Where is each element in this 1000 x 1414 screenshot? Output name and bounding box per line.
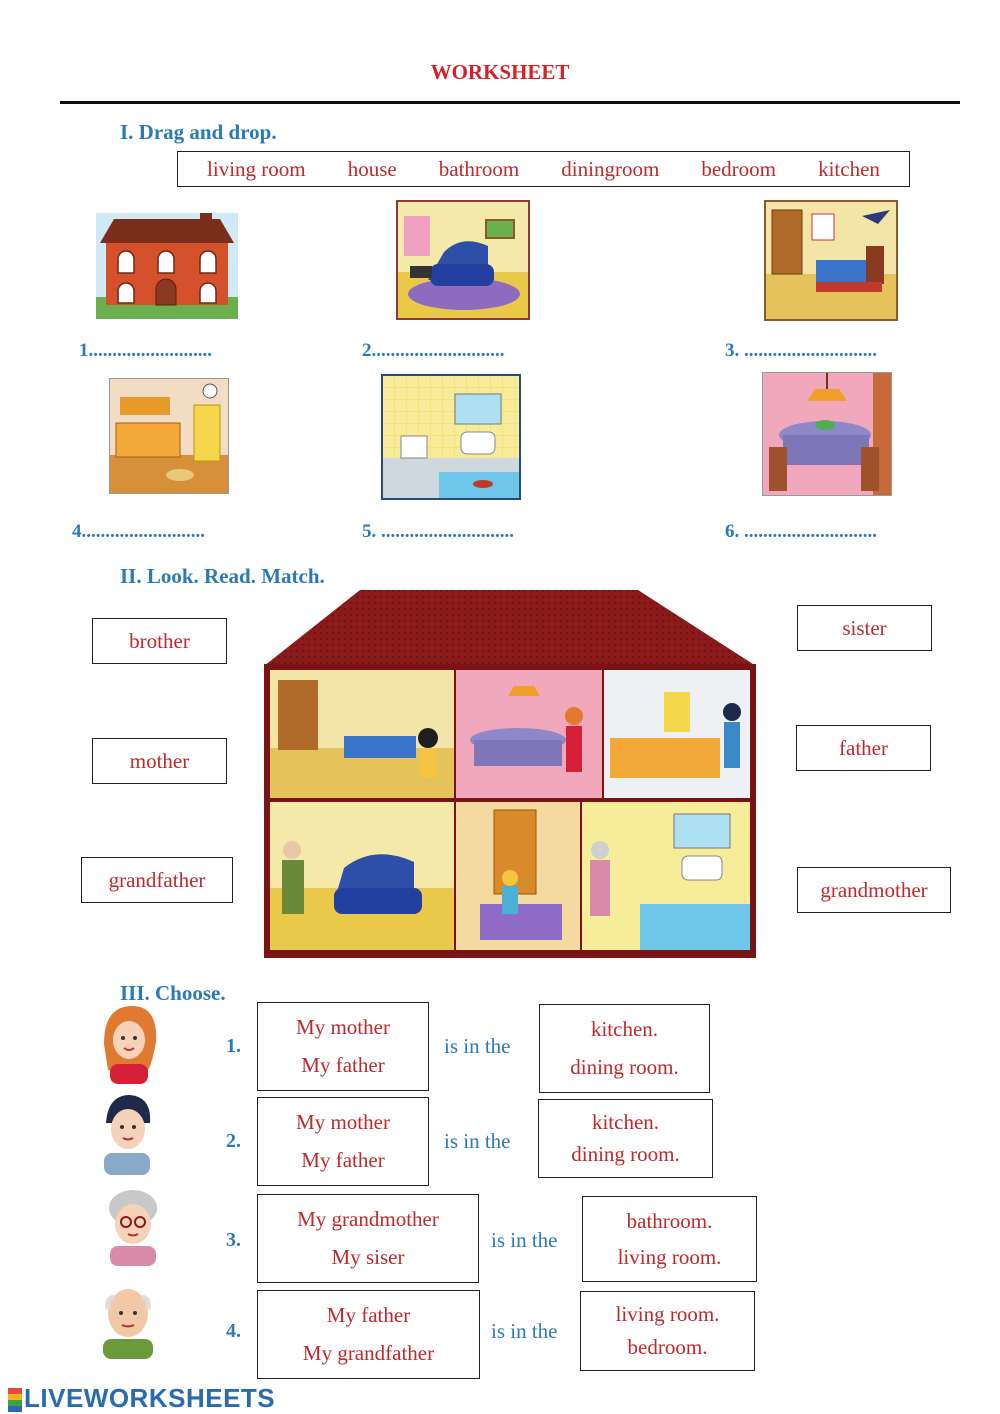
item-number: 3. — [226, 1229, 241, 1251]
match-word-grandmother[interactable]: grandmother — [797, 867, 951, 913]
subject-option[interactable]: My father — [326, 1303, 411, 1328]
title-divider — [60, 101, 960, 104]
connector-text: is in the — [444, 1129, 511, 1153]
answer-blank-4[interactable]: 4.......................... — [72, 521, 205, 542]
section-3-heading: III. Choose. — [120, 981, 226, 1005]
match-word-brother[interactable]: brother — [92, 618, 227, 664]
subject-choice-box: My father My grandfather — [257, 1290, 480, 1379]
place-choice-box: kitchen. dining room. — [538, 1099, 713, 1178]
item-number: 1. — [226, 1035, 241, 1057]
subject-option[interactable]: My father — [301, 1052, 385, 1077]
place-option[interactable]: dining room. — [571, 1142, 680, 1167]
connector-text: is in the — [444, 1034, 511, 1058]
subject-choice-box: My mother My father — [257, 1002, 429, 1091]
match-word-grandfather[interactable]: grandfather — [81, 857, 233, 903]
subject-option[interactable]: My mother — [296, 1015, 390, 1040]
living-room-picture — [396, 200, 530, 320]
liveworksheets-logo: LIVEWORKSHEETS — [8, 1383, 275, 1414]
grandmother-avatar — [98, 1186, 168, 1266]
connector-text: is in the — [491, 1319, 558, 1343]
word-bank-item[interactable]: kitchen — [818, 156, 880, 181]
kitchen-picture — [109, 378, 229, 494]
section-2-heading: II. Look. Read. Match. — [120, 564, 325, 588]
place-choice-box: living room. bedroom. — [580, 1291, 755, 1371]
place-option[interactable]: dining room. — [570, 1054, 679, 1079]
answer-blank-2[interactable]: 2............................ — [362, 340, 505, 361]
section-1-heading: I. Drag and drop. — [120, 120, 277, 144]
place-choice-box: bathroom. living room. — [582, 1196, 757, 1282]
mother-avatar — [96, 1004, 160, 1084]
answer-blank-3[interactable]: 3. ............................ — [725, 340, 877, 361]
answer-blank-6[interactable]: 6. ............................ — [725, 521, 877, 542]
place-option[interactable]: bathroom. — [626, 1208, 713, 1233]
logo-icon — [8, 1388, 22, 1413]
connector-text: is in the — [491, 1228, 558, 1252]
answer-blank-1[interactable]: 1.......................... — [79, 340, 212, 361]
place-option[interactable]: bedroom. — [627, 1335, 708, 1359]
place-option[interactable]: kitchen. — [590, 1017, 659, 1042]
dining-room-picture — [762, 372, 892, 496]
subject-choice-box: My grandmother My siser — [257, 1194, 479, 1283]
word-bank-item[interactable]: house — [347, 156, 397, 181]
match-word-mother[interactable]: mother — [92, 738, 227, 784]
subject-option[interactable]: My siser — [331, 1244, 405, 1269]
word-bank-item[interactable]: bedroom — [701, 156, 777, 181]
word-bank: living room house bathroom diningroom be… — [177, 151, 910, 187]
grandfather-avatar — [95, 1275, 161, 1359]
word-bank-item[interactable]: living room — [207, 156, 306, 181]
item-number: 2. — [226, 1130, 241, 1152]
subject-option[interactable]: My mother — [296, 1110, 390, 1135]
place-option[interactable]: kitchen. — [591, 1109, 660, 1134]
word-bank-item[interactable]: diningroom — [561, 156, 660, 181]
place-choice-box: kitchen. dining room. — [539, 1004, 710, 1093]
family-house-illustration — [264, 588, 756, 958]
subject-option[interactable]: My grandfather — [302, 1340, 435, 1365]
item-number: 4. — [226, 1320, 241, 1342]
subject-option[interactable]: My father — [301, 1147, 385, 1172]
bedroom-picture — [764, 200, 898, 321]
subject-choice-box: My mother My father — [257, 1097, 429, 1186]
place-option[interactable]: living room. — [617, 1244, 722, 1269]
place-option[interactable]: living room. — [615, 1302, 720, 1326]
worksheet-title: WORKSHEET — [430, 60, 570, 84]
answer-blank-5[interactable]: 5. ............................ — [362, 521, 514, 542]
house-picture — [96, 213, 238, 319]
match-word-sister[interactable]: sister — [797, 605, 932, 651]
subject-option[interactable]: My grandmother — [297, 1207, 439, 1232]
logo-text: LIVEWORKSHEETS — [24, 1383, 276, 1413]
father-avatar — [96, 1093, 158, 1175]
match-word-father[interactable]: father — [796, 725, 931, 771]
word-bank-item[interactable]: bathroom — [438, 156, 520, 181]
bathroom-picture — [381, 374, 521, 500]
